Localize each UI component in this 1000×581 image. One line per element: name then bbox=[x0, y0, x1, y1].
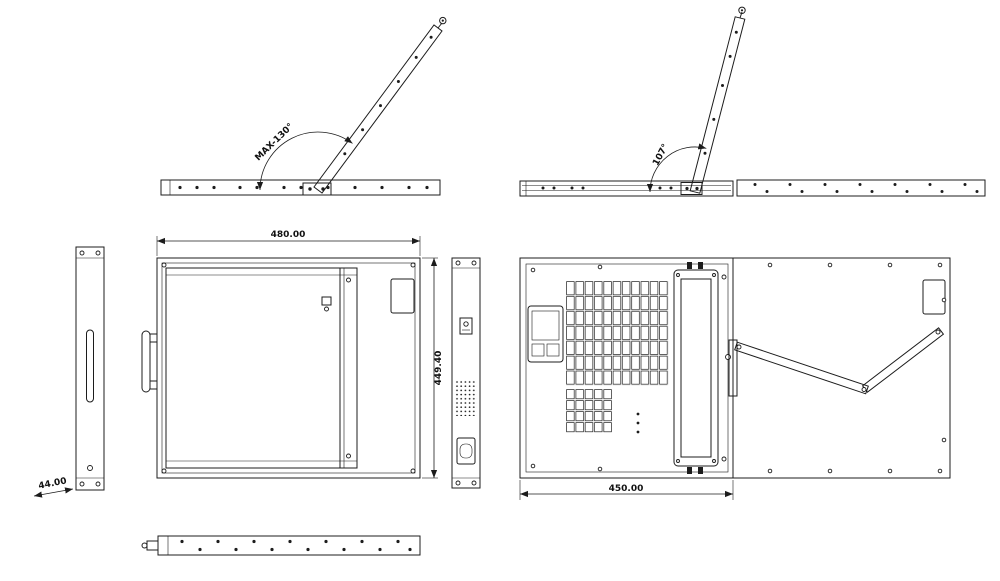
keyboard-numpad bbox=[566, 389, 613, 433]
sliding-tray bbox=[165, 267, 358, 469]
view-front-panel-side: 44.00 bbox=[33, 246, 105, 498]
keyboard-main bbox=[566, 281, 669, 386]
latch-detail bbox=[321, 296, 332, 312]
scissor-arms bbox=[728, 327, 945, 397]
dimension-width-open: 450.00 bbox=[519, 480, 734, 500]
rail-holes bbox=[180, 539, 412, 552]
label-plate bbox=[390, 278, 415, 314]
dim-label-449: 449.40 bbox=[434, 351, 444, 386]
hinge-bar bbox=[339, 267, 358, 469]
view-rail-bottom bbox=[141, 535, 421, 556]
arm-knob bbox=[437, 16, 447, 29]
angle-label-107: 107° bbox=[651, 142, 671, 167]
display-arm bbox=[302, 16, 447, 196]
dim-label-480: 480.00 bbox=[271, 230, 306, 240]
dimension-panel-height: 44.00 bbox=[33, 476, 74, 498]
lcd-panel bbox=[673, 262, 719, 474]
view-side-open-max: MAX-130° bbox=[160, 16, 447, 196]
indicator-leds bbox=[636, 412, 640, 434]
power-switch bbox=[459, 317, 473, 335]
arm-holes bbox=[343, 35, 433, 156]
dimension-depth: 449.40 bbox=[422, 257, 444, 479]
slide-rail-outer bbox=[736, 179, 986, 197]
rear-connector bbox=[456, 437, 476, 465]
rail-knob bbox=[141, 540, 159, 551]
angle-label-max: MAX-130° bbox=[253, 122, 295, 163]
view-side-open-107: 107° bbox=[519, 6, 986, 197]
latch-pin bbox=[725, 354, 731, 360]
view-top-open: 450.00 bbox=[519, 257, 951, 500]
label-plate bbox=[922, 279, 946, 315]
drawer-handle bbox=[141, 330, 158, 393]
dimension-width-closed: 480.00 bbox=[156, 230, 421, 256]
chassis-screws bbox=[530, 262, 947, 474]
angle-arc-max bbox=[256, 131, 353, 191]
vent-grid bbox=[455, 380, 477, 416]
view-top-closed: 480.00 449.40 bbox=[141, 230, 444, 479]
slide-rail bbox=[160, 179, 441, 196]
angle-arc-107 bbox=[646, 143, 707, 193]
dim-label-450: 450.00 bbox=[609, 484, 644, 494]
view-rear-panel-side bbox=[451, 257, 481, 489]
handle-slot bbox=[86, 329, 94, 403]
display-arm bbox=[689, 6, 746, 194]
arm-holes bbox=[703, 30, 738, 155]
dim-label-44: 44.00 bbox=[38, 476, 68, 491]
arm-knob bbox=[738, 6, 746, 19]
rail-holes bbox=[753, 183, 979, 193]
touchpad bbox=[527, 305, 564, 363]
